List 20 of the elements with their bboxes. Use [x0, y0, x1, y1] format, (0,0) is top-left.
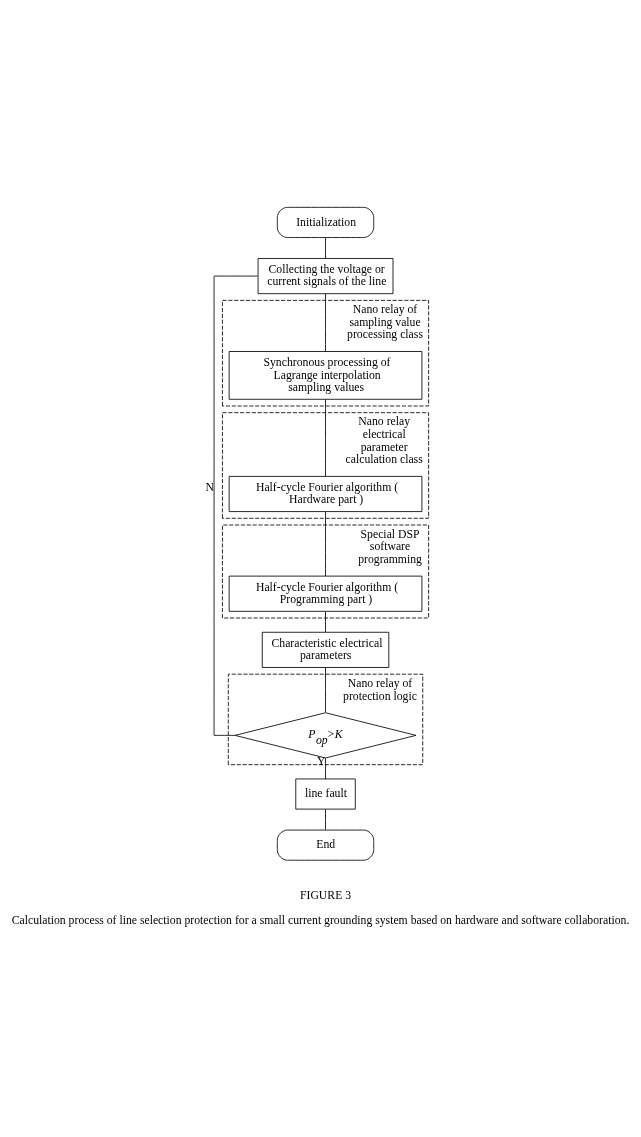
node-box: Half-cycle Fourier algorithm ( Programming part ): [228, 575, 423, 612]
edge-label: N: [205, 480, 215, 494]
node-box: End: [276, 829, 375, 861]
connector: [325, 808, 326, 830]
node-box: Half-cycle Fourier algorithm ( Hardware part ): [228, 475, 423, 512]
connector: [325, 610, 326, 632]
connector: [325, 292, 326, 352]
label: FIGURE 3: [299, 888, 352, 902]
connector: [325, 666, 326, 713]
caption: Calculation process of line selection protection for a small current grounding system based on hardware and software collaboration.: [11, 913, 630, 927]
node-box: Collecting the voltage or current signals of the line: [257, 257, 394, 294]
node-box: Synchronous processing of Lagrange interpolation sampling values: [228, 350, 423, 400]
connector: [325, 510, 326, 576]
node-box: Initialization: [276, 206, 375, 238]
node-box: line fault: [295, 778, 356, 810]
connector: [325, 236, 326, 259]
connector: [213, 275, 259, 736]
node-box: Characteristic electrical parameters: [261, 631, 390, 668]
connector: [325, 757, 326, 779]
connector: [325, 398, 326, 477]
